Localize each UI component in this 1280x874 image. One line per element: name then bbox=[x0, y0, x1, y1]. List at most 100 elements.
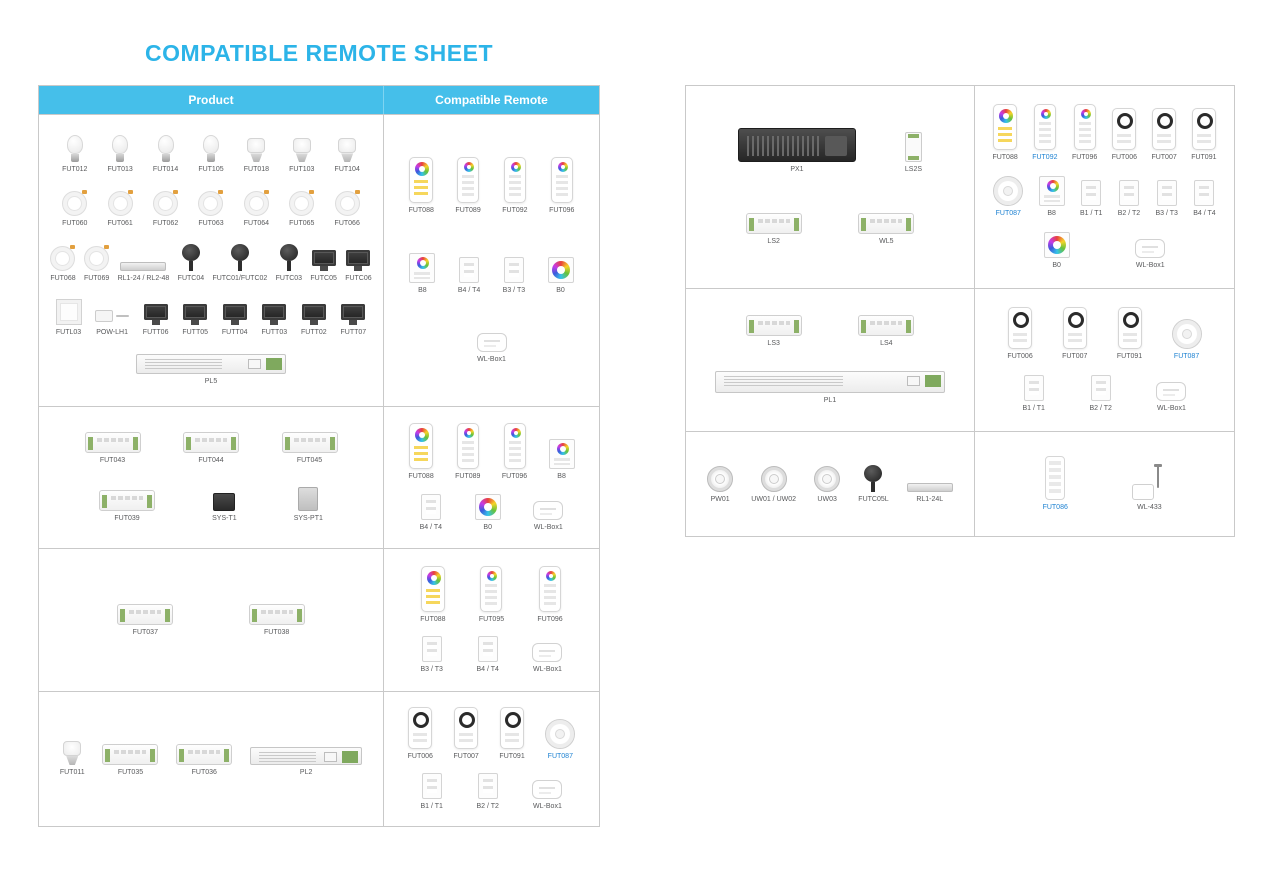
sysbox-image bbox=[298, 486, 319, 511]
item-label: B4 / T4 bbox=[476, 666, 499, 674]
glyph-detail bbox=[63, 741, 82, 756]
item-label: B0 bbox=[1052, 262, 1061, 269]
glyph-detail bbox=[459, 733, 474, 744]
item-label: FUT007 bbox=[453, 753, 479, 761]
item-label: FUT091 bbox=[1191, 154, 1217, 161]
driver-sm-image bbox=[250, 747, 363, 765]
item-label: B2 / T2 bbox=[1089, 405, 1112, 412]
item-label: B4 / T4 bbox=[1193, 210, 1216, 217]
product-item: FUT039 bbox=[99, 489, 156, 523]
bulb-image bbox=[66, 135, 83, 163]
panel-b8-image bbox=[548, 439, 575, 470]
product-item: FUT069 bbox=[84, 244, 109, 283]
glyph-detail bbox=[222, 304, 247, 321]
bulb-image bbox=[112, 135, 129, 163]
glyph-detail bbox=[553, 458, 570, 466]
product-item: FUT061 bbox=[107, 189, 133, 228]
glyph-detail bbox=[425, 588, 440, 607]
poollight-image bbox=[707, 465, 734, 492]
glyph-detail bbox=[293, 438, 326, 443]
glyph-detail bbox=[237, 260, 242, 271]
floodlight-image bbox=[261, 304, 287, 326]
glyph-detail bbox=[231, 437, 236, 451]
glyph-detail bbox=[1043, 195, 1060, 202]
item-label: FUT089 bbox=[455, 207, 481, 214]
panel-small-image bbox=[1156, 180, 1177, 206]
glyph-detail bbox=[292, 138, 311, 154]
panel-small-image bbox=[421, 636, 442, 663]
product-column-header: Product bbox=[39, 86, 384, 114]
item-label: FUT061 bbox=[107, 219, 133, 227]
glyph-detail bbox=[179, 749, 185, 762]
glyph-detail bbox=[540, 512, 553, 515]
remote-item: WL-Box1 bbox=[1156, 382, 1187, 413]
item-label: FUT039 bbox=[114, 514, 140, 522]
glyph-detail bbox=[414, 180, 429, 198]
product-item: FUT045 bbox=[281, 432, 338, 465]
glyph-detail bbox=[173, 189, 179, 194]
remote-item: FUT091 bbox=[1191, 108, 1217, 162]
product-item: FUTT04 bbox=[222, 304, 248, 337]
poollight-image bbox=[814, 465, 841, 492]
remote-tall-image bbox=[503, 423, 526, 470]
glyph-detail bbox=[143, 304, 168, 321]
product-item: FUTC05L bbox=[858, 464, 889, 504]
remote-item: FUT006 bbox=[1112, 108, 1137, 162]
remote-item: FUT087 bbox=[1171, 319, 1202, 361]
product-item: LS4 bbox=[858, 315, 915, 348]
driver-image bbox=[136, 353, 286, 374]
remote-item: B4 / T4 bbox=[1193, 180, 1216, 218]
glyph-detail bbox=[824, 136, 847, 157]
item-label: FUTC06 bbox=[345, 274, 372, 282]
item-label: FUT018 bbox=[243, 166, 270, 174]
glyph-detail bbox=[263, 189, 269, 194]
page-title: COMPATIBLE REMOTE SHEET bbox=[145, 40, 493, 66]
item-line: PL1 bbox=[689, 370, 971, 405]
remote-item: FUT088 bbox=[420, 565, 446, 624]
remote-item: B3 / T3 bbox=[421, 636, 443, 674]
glyph-detail bbox=[183, 304, 208, 321]
glyph-detail bbox=[346, 249, 371, 266]
glyph-detail bbox=[1003, 113, 1010, 119]
remote-puck-image bbox=[993, 176, 1024, 206]
glyph-detail bbox=[793, 217, 799, 231]
glyph-detail bbox=[251, 608, 257, 622]
item-label: FUT091 bbox=[1116, 353, 1143, 360]
glyph-detail bbox=[793, 320, 799, 334]
product-item: RL1-24L bbox=[906, 482, 953, 504]
remote-item: FUT096 bbox=[537, 565, 563, 624]
remote-item: B0 bbox=[547, 257, 574, 295]
item-label: POW-LH1 bbox=[96, 329, 128, 337]
product-item: POW-LH1 bbox=[95, 307, 130, 337]
glyph-detail bbox=[724, 375, 843, 387]
glyph-detail bbox=[414, 446, 429, 465]
panel-small-image bbox=[1194, 180, 1215, 206]
panel-small-image bbox=[1023, 375, 1044, 401]
product-item: WL5 bbox=[858, 212, 915, 246]
item-label: PL5 bbox=[204, 377, 218, 385]
remote-item: WL-Box1 bbox=[532, 779, 563, 811]
product-item: FUTT02 bbox=[301, 304, 327, 337]
remote-item: B3 / T3 bbox=[503, 257, 525, 295]
item-label: B2 / T2 bbox=[476, 802, 499, 810]
glyph-detail bbox=[1086, 186, 1097, 200]
item-label: B1 / T1 bbox=[1079, 210, 1103, 217]
item-label: FUTT02 bbox=[300, 329, 327, 337]
glyph-detail bbox=[1067, 312, 1084, 328]
glyph-detail bbox=[1028, 381, 1039, 395]
product-item: FUT066 bbox=[335, 189, 360, 228]
remote-item: FUT007 bbox=[1062, 307, 1087, 361]
glyph-detail bbox=[748, 320, 754, 334]
dinmodule-image bbox=[904, 132, 922, 163]
glyph-detail bbox=[768, 473, 779, 484]
